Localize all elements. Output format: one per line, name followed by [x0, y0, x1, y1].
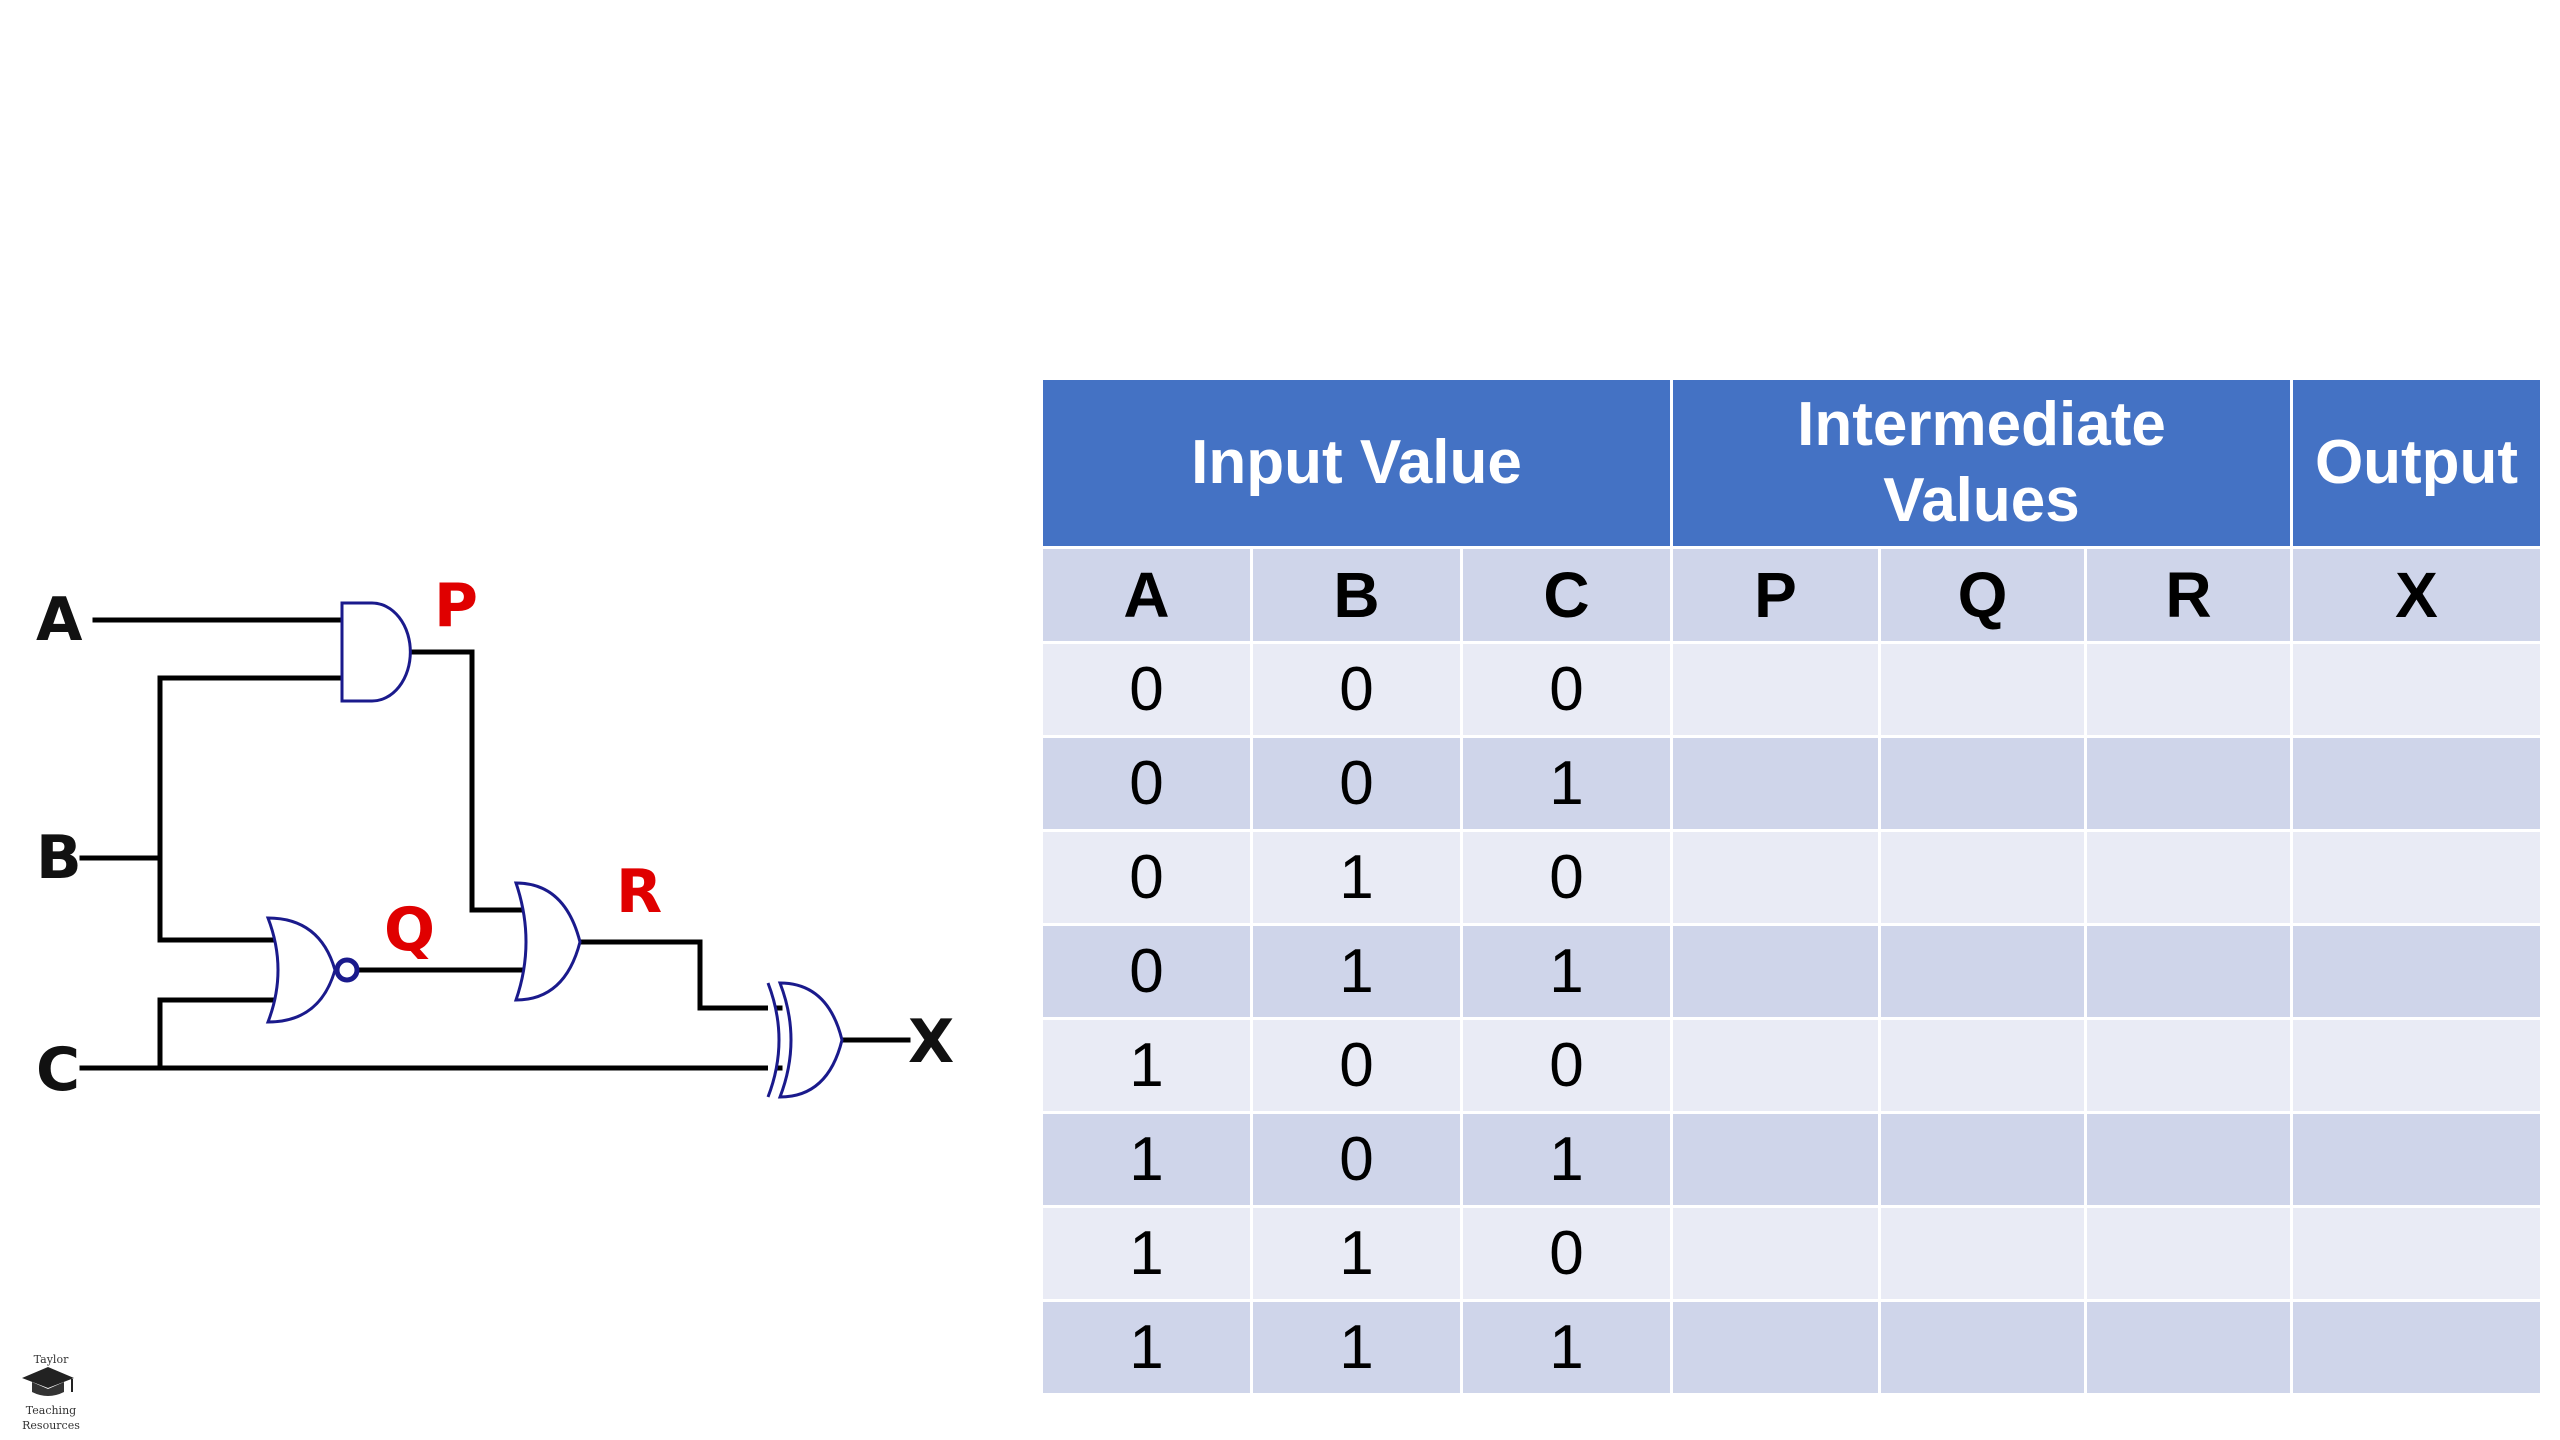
table-cell: [1670, 1017, 1882, 1114]
or-gate-r: [513, 881, 582, 1002]
column-header-p: P: [1670, 546, 1882, 644]
and-gate-p: [340, 601, 412, 703]
label-q: Q: [384, 895, 435, 965]
table-cell: 1: [1040, 1299, 1253, 1396]
table-cell: [2084, 829, 2294, 926]
group-header-intermediate: Intermediate Values: [1670, 377, 2294, 549]
table-cell: [2290, 641, 2544, 738]
input-label-b: B: [36, 823, 82, 893]
xor-gate-x: [766, 981, 844, 1099]
table-row: 0 0 1: [1040, 735, 2544, 832]
group-header-input: Input Value: [1039, 377, 1674, 549]
logo-text-1: Taylor: [34, 1353, 69, 1366]
column-header-b: B: [1250, 546, 1463, 644]
table-row: 1 0 0: [1040, 1017, 2544, 1114]
table-cell: [1878, 1299, 2088, 1396]
column-header-a: A: [1040, 546, 1253, 644]
logo-text-3: Resources: [22, 1419, 80, 1432]
table-cell: [1878, 829, 2088, 926]
table-cell: 0: [1250, 1017, 1463, 1114]
output-label-x: X: [908, 1007, 954, 1077]
input-label-c: C: [36, 1035, 80, 1105]
table-cell: 0: [1040, 923, 1253, 1020]
nor-gate-q: [265, 916, 360, 1024]
table-cell: [1670, 923, 1882, 1020]
table-cell: 0: [1459, 829, 1674, 926]
truth-table: Input Value Intermediate Values Output A…: [1039, 377, 2544, 1396]
table-cell: 1: [1459, 1299, 1674, 1396]
table-cell: [1878, 641, 2088, 738]
wire-p: [402, 649, 523, 913]
label-p: P: [434, 571, 478, 641]
group-header-output: Output: [2290, 377, 2544, 549]
table-cell: [1878, 1111, 2088, 1208]
table-cell: [1670, 1205, 1882, 1302]
table-cell: [1878, 1205, 2088, 1302]
group-label-intermediate: Intermediate: [1797, 390, 2166, 459]
table-cell: [1878, 923, 2088, 1020]
table-cell: 0: [1250, 1111, 1463, 1208]
table-cell: [1670, 1299, 1882, 1396]
group-label-intermediate-2: Values: [1883, 466, 2080, 535]
table-cell: 1: [1040, 1111, 1253, 1208]
table-cell: 0: [1040, 829, 1253, 926]
table-row: 0 1 1: [1040, 923, 2544, 1020]
table-cell: 0: [1459, 1205, 1674, 1302]
table-cell: [2084, 1017, 2294, 1114]
table-row: 1 1 1: [1040, 1299, 2544, 1396]
column-header-c: C: [1459, 546, 1674, 644]
table-cell: [2290, 829, 2544, 926]
table-cell: [2290, 1299, 2544, 1396]
wires: [79, 617, 911, 1071]
table-cell: [1670, 1111, 1882, 1208]
group-label-input: Input Value: [1191, 428, 1522, 497]
table-cell: [1878, 735, 2088, 832]
table-cell: 1: [1250, 923, 1463, 1020]
column-header-q: Q: [1878, 546, 2088, 644]
table-cell: 0: [1459, 641, 1674, 738]
table-cell: [2290, 1111, 2544, 1208]
group-label-output: Output: [2314, 428, 2519, 497]
table-cell: 0: [1040, 735, 1253, 832]
table-cell: 1: [1040, 1017, 1253, 1114]
table-cell: [2290, 1205, 2544, 1302]
column-header-r: R: [2084, 546, 2294, 644]
table-cell: [2290, 923, 2544, 1020]
wire-r: [575, 939, 783, 1011]
table-cell: [1878, 1017, 2088, 1114]
table-cell: 0: [1250, 641, 1463, 738]
table-cell: [2084, 923, 2294, 1020]
table-cell: [2084, 1111, 2294, 1208]
table-cell: [2084, 735, 2294, 832]
table-cell: [2084, 641, 2294, 738]
table-cell: 0: [1250, 735, 1463, 832]
graduation-cap-icon: [22, 1367, 74, 1396]
table-cell: [1670, 641, 1882, 738]
table-cell: [2290, 735, 2544, 832]
input-label-a: A: [36, 585, 83, 655]
table-cell: [2290, 1017, 2544, 1114]
table-cell: [2084, 1205, 2294, 1302]
logo-text-2: Teaching: [26, 1404, 76, 1417]
taylor-teaching-resources-logo: Taylor Teaching Resources: [22, 1353, 80, 1432]
table-cell: 1: [1459, 735, 1674, 832]
table-cell: 1: [1459, 923, 1674, 1020]
table-row: 0 0 0: [1040, 641, 2544, 738]
table-cell: [1670, 735, 1882, 832]
table-cell: 1: [1250, 829, 1463, 926]
column-header-x: X: [2290, 546, 2544, 644]
label-r: R: [616, 857, 662, 927]
logic-circuit-diagram: A B C X P Q R: [36, 571, 954, 1105]
table-cell: [2084, 1299, 2294, 1396]
table-cell: 1: [1040, 1205, 1253, 1302]
table-row: 1 0 1: [1040, 1111, 2544, 1208]
table-row: 0 1 0: [1040, 829, 2544, 926]
table-row: 1 1 0: [1040, 1205, 2544, 1302]
table-cell: 1: [1250, 1205, 1463, 1302]
table-cell: 1: [1250, 1299, 1463, 1396]
table-cell: 0: [1459, 1017, 1674, 1114]
table-cell: 0: [1040, 641, 1253, 738]
table-cell: 1: [1459, 1111, 1674, 1208]
table-cell: [1670, 829, 1882, 926]
